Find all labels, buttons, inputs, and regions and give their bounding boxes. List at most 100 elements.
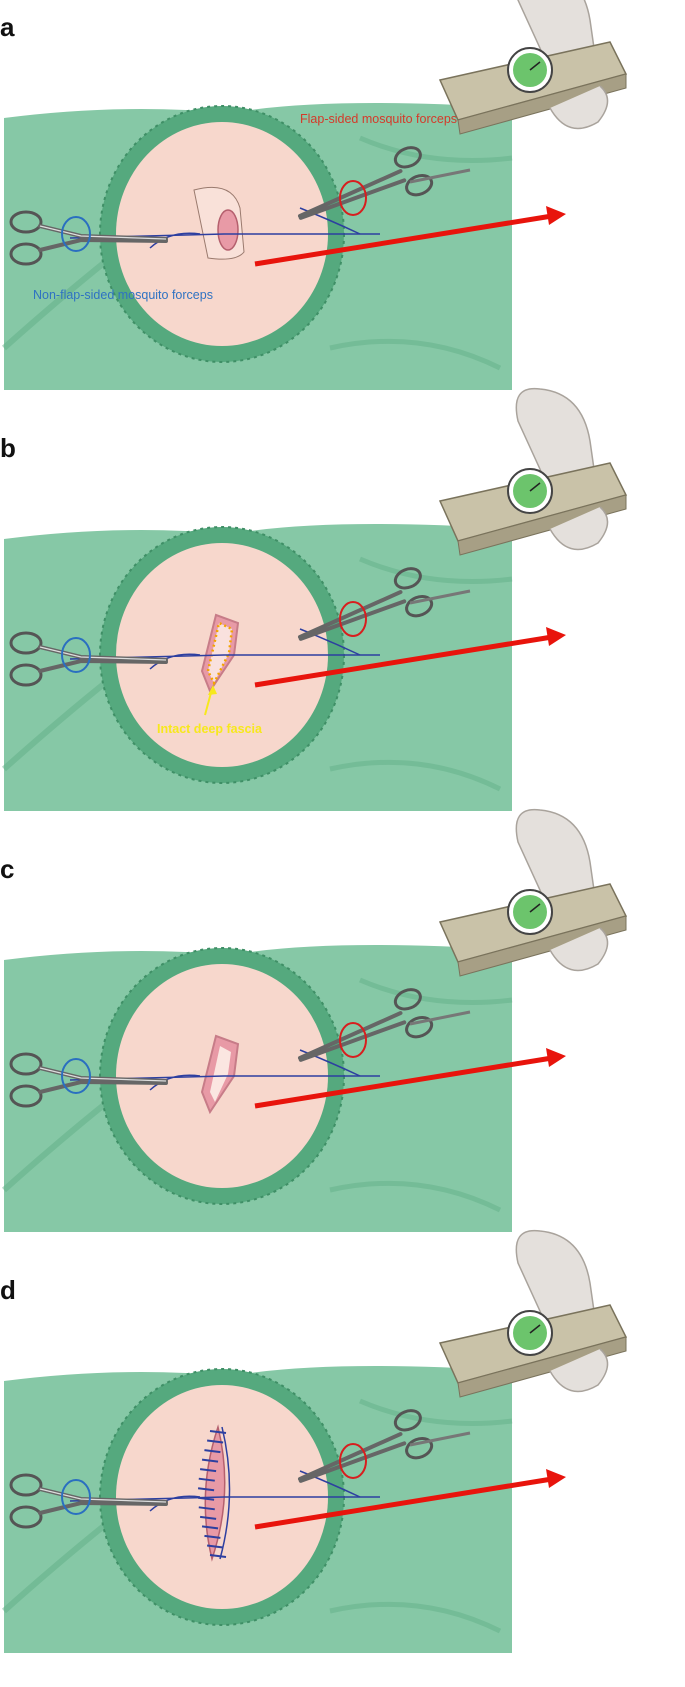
suture-tail [149, 1495, 201, 1512]
glove-fingers [549, 927, 609, 972]
finger-ring [9, 1084, 43, 1108]
forceps-shank [38, 237, 168, 252]
non-flap-marker-circle [61, 637, 91, 673]
finger-ring [393, 567, 422, 590]
force-gauge-side [457, 494, 627, 556]
traction-arrowhead [546, 206, 566, 225]
illustration: Flap-sided mosquito forcepsNon-flap-side… [2, 0, 628, 390]
panel-d: d [0, 1229, 685, 1684]
flap-sided-forceps [298, 988, 434, 1062]
panel-letter: d [0, 1275, 16, 1305]
forceps-shank [298, 1432, 407, 1483]
traction-arrowhead [546, 1048, 566, 1067]
suture-stitch [197, 1487, 215, 1492]
finger-ring [393, 1409, 422, 1432]
forceps-shank [38, 658, 168, 673]
finger-ring [9, 663, 43, 687]
finger-ring [9, 1052, 43, 1076]
panel-c: c [0, 808, 685, 1263]
suture-tail [299, 207, 361, 235]
forceps-shank [38, 1500, 168, 1515]
panel-letter: a [0, 12, 15, 42]
drape-edge [4, 98, 512, 118]
drape-edge [4, 940, 512, 960]
forceps-shank [298, 590, 407, 641]
gauge-needle [529, 903, 541, 913]
suture-tail [149, 232, 201, 249]
suture-stitch [200, 1468, 217, 1473]
illustration [2, 1229, 628, 1653]
finger-ring [393, 146, 422, 169]
suture-stitch [200, 1515, 217, 1520]
finger-ring [9, 210, 43, 234]
drape-fold [329, 1601, 502, 1634]
suture-stitch [209, 1554, 227, 1558]
non-flap-marker-circle [61, 216, 91, 252]
forceps-shank [298, 169, 407, 220]
suture-tail [299, 628, 361, 656]
non-flap-marker-circle [61, 1479, 91, 1515]
finger-ring [405, 1436, 434, 1460]
suture-stitch [198, 1506, 215, 1511]
non-flap-marker-circle [61, 1058, 91, 1094]
fascia-label: Intact deep fascia [157, 722, 263, 736]
glove-fingers [549, 85, 609, 130]
gauge-hook [409, 589, 471, 605]
traction-arrow [254, 213, 553, 267]
traction-arrowhead [546, 1469, 566, 1488]
glove-fingers [549, 506, 609, 551]
forceps-highlight [39, 1067, 167, 1082]
finger-ring [405, 594, 434, 618]
non-flap-forceps-label: Non-flap-sided mosquito forceps [33, 288, 213, 302]
forceps-highlight [39, 646, 167, 661]
suture-stitch [207, 1544, 224, 1549]
drape-edge [4, 1361, 512, 1381]
non-flap-sided-forceps [9, 1473, 168, 1529]
suture-tail [149, 653, 201, 670]
force-gauge-side [457, 1336, 627, 1398]
finger-ring [9, 242, 43, 266]
flap-marker-circle [339, 1443, 367, 1479]
suture-tail [149, 1074, 201, 1091]
finger-ring [405, 173, 434, 197]
incision [217, 209, 239, 251]
illustration [2, 808, 628, 1232]
flap-marker-circle [339, 601, 367, 637]
flap-forceps-label: Flap-sided mosquito forceps [300, 112, 457, 126]
suture-stitch [207, 1439, 224, 1444]
drape-fold [2, 1518, 112, 1614]
force-gauge-side [457, 915, 627, 977]
panel-letter: c [0, 854, 15, 884]
drape-fold [329, 1180, 502, 1213]
drape-edge [4, 519, 512, 539]
fascia-pointer-head [208, 685, 217, 695]
gauge-hook [409, 1010, 471, 1026]
traction-arrow [254, 634, 553, 688]
forceps-highlight [39, 1488, 167, 1503]
drape-fold [2, 676, 112, 772]
suture-tail [299, 1470, 361, 1498]
panel-b: b Intact deep fascia [0, 387, 685, 842]
gauge-needle [529, 1324, 541, 1334]
glove-fingers [549, 1348, 609, 1393]
flap-sided-forceps [298, 567, 434, 641]
flap-sided-forceps [298, 146, 434, 220]
force-gauge-side [457, 73, 627, 135]
forceps-shank [298, 1011, 407, 1062]
traction-arrow [254, 1055, 553, 1109]
suture-stitch [201, 1525, 219, 1530]
drape-fold [359, 135, 513, 163]
gauge-needle [529, 61, 541, 71]
suture-stitch [204, 1534, 221, 1539]
traction-arrow [254, 1476, 553, 1530]
suture-tail [299, 1049, 361, 1077]
flap-sided-forceps [298, 1409, 434, 1483]
drape-fold [2, 1097, 112, 1193]
panel-letter: b [0, 433, 16, 463]
drape-fold [329, 759, 502, 792]
drape-fold [359, 1398, 513, 1426]
finger-ring [9, 1505, 43, 1529]
suture-stitch [201, 1458, 219, 1463]
non-flap-sided-forceps [9, 210, 168, 266]
